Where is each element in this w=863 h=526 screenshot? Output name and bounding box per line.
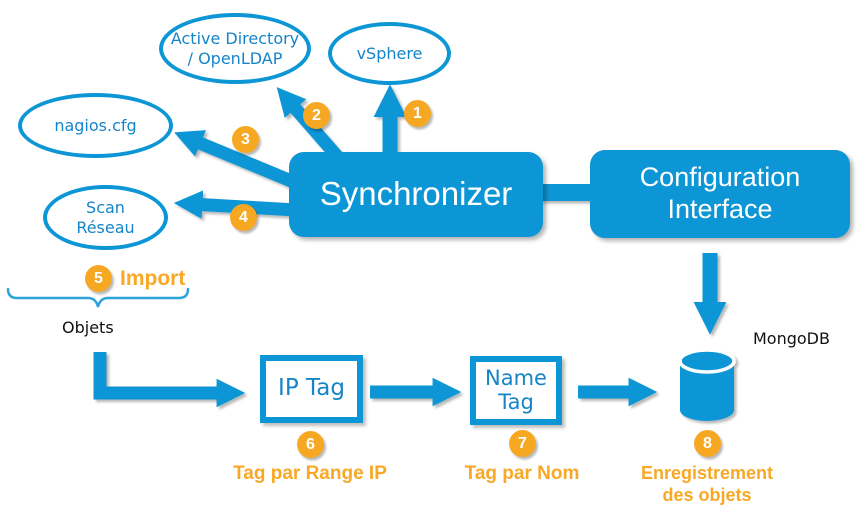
label-objets: Objets (62, 318, 114, 337)
step-badge-6: 6 (297, 431, 324, 458)
label-import: Import (120, 267, 186, 290)
node-name-tag-label-line1: Name (485, 366, 547, 391)
node-ip-tag: IP Tag (260, 355, 363, 423)
node-scan-reseau-label-line2: Réseau (76, 217, 135, 237)
mongodb-database-icon (678, 348, 736, 421)
arrow-synchronizer-to-nagios (174, 130, 299, 190)
import-brace (6, 287, 190, 308)
node-ip-tag-label: IP Tag (278, 375, 345, 402)
node-active-directory: Active Directory / OpenLDAP (159, 13, 311, 84)
arrow-objets-to-ip-tag (93, 352, 246, 408)
node-configuration-interface-label-line2: Interface (667, 194, 773, 224)
node-name-tag: Name Tag (470, 356, 562, 425)
step-badge-4: 4 (230, 204, 257, 231)
node-vsphere-label: vSphere (356, 43, 423, 63)
step-badge-7: 7 (509, 430, 536, 457)
node-name-tag-label-line2: Tag (498, 389, 534, 414)
step-badge-1: 1 (404, 100, 431, 127)
node-vsphere: vSphere (328, 22, 451, 85)
node-synchronizer: Synchronizer (289, 152, 543, 237)
node-active-directory-label-line1: Active Directory (170, 29, 300, 49)
step-badge-2: 2 (303, 102, 330, 129)
node-nagios-cfg-label: nagios.cfg (54, 115, 137, 135)
node-scan-reseau: Scan Réseau (43, 185, 168, 250)
label-tag-par-nom: Tag par Nom (464, 463, 580, 484)
node-scan-reseau-label-line1: Scan (86, 198, 125, 218)
connector-synchronizer-configuration (540, 184, 592, 201)
node-active-directory-label-line2: / OpenLDAP (187, 48, 283, 68)
step-badge-3: 3 (232, 126, 259, 153)
node-synchronizer-label: Synchronizer (319, 175, 513, 213)
step-badge-8: 8 (694, 430, 721, 457)
node-nagios-cfg: nagios.cfg (18, 93, 173, 158)
step-badge-5: 5 (85, 265, 112, 292)
label-mongodb: MongoDB (753, 329, 830, 348)
label-enregistrement-des-objets: Enregistrement des objets (627, 463, 787, 506)
label-tag-par-range-ip: Tag par Range IP (233, 463, 387, 484)
node-configuration-interface: Configuration Interface (590, 150, 850, 238)
label-enregistrement-line1: Enregistrement (640, 463, 774, 483)
node-configuration-interface-label-line1: Configuration (639, 162, 801, 193)
label-enregistrement-line2: des objets (662, 484, 752, 505)
